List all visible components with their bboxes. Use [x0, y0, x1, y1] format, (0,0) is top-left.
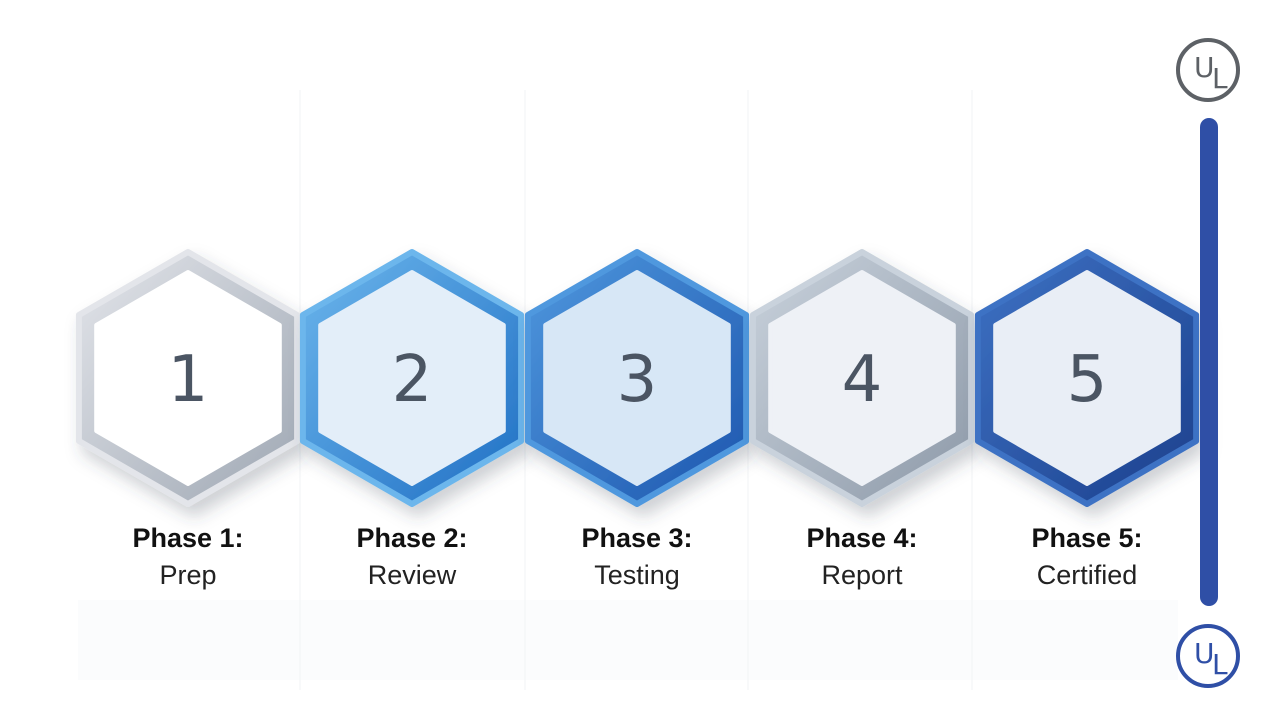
hexagon-shape	[749, 249, 975, 507]
step-subtitle: Review	[367, 560, 457, 590]
step-title: Phase 4:	[806, 523, 918, 553]
step-3: 3 Phase 3: Testing	[524, 249, 750, 610]
step-subtitle: Certified	[1036, 560, 1138, 590]
step-number: 1	[167, 343, 209, 417]
hexagon-3	[524, 249, 750, 507]
step-title: Phase 2:	[356, 523, 468, 553]
ul-logo-letter-l: L	[1212, 648, 1228, 681]
hexagon-inner-face	[94, 270, 282, 486]
hexagon-2	[299, 249, 525, 507]
hexagon-5	[974, 249, 1200, 507]
step-number: 2	[391, 343, 433, 417]
ul-logo-letter-l: L	[1212, 62, 1228, 95]
step-title: Phase 1:	[132, 523, 244, 553]
hexagon-shape	[299, 249, 525, 507]
step-subtitle: Prep	[159, 560, 217, 590]
step-number: 4	[841, 343, 883, 417]
hexagon-1	[75, 249, 301, 507]
hexagon-inner-face	[318, 270, 506, 486]
step-2: 2 Phase 2: Review	[299, 249, 525, 610]
hexagon-shape	[524, 249, 750, 507]
ul-logo-letter-u: U	[1194, 637, 1215, 670]
hexagon-4	[749, 249, 975, 507]
hexagon-shape	[974, 249, 1200, 507]
step-subtitle: Report	[821, 560, 903, 590]
hexagon-shape	[75, 249, 301, 507]
step-1: 1 Phase 1: Prep	[75, 249, 301, 610]
step-title: Phase 3:	[581, 523, 693, 553]
step-number: 3	[616, 343, 658, 417]
step-5: 5 Phase 5: Certified	[974, 249, 1200, 610]
hexagon-inner-face	[543, 270, 731, 486]
step-title: Phase 5:	[1031, 523, 1143, 553]
hexagon-inner-face	[993, 270, 1181, 486]
vertical-accent-bar	[1200, 118, 1218, 606]
step-4: 4 Phase 4: Report	[749, 249, 975, 610]
ul-logo-bottom: U L	[1176, 624, 1240, 688]
hexagon-inner-face	[768, 270, 956, 486]
step-subtitle: Testing	[594, 560, 680, 590]
step-number: 5	[1066, 343, 1108, 417]
ul-logo-letter-u: U	[1194, 51, 1215, 84]
ul-logo-top: U L	[1176, 38, 1240, 102]
